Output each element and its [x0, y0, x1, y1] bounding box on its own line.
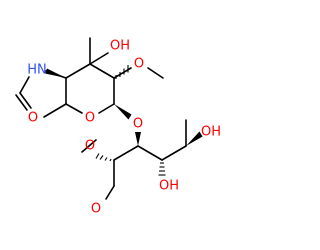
- atom-o-ring: O: [85, 111, 95, 126]
- atom-labels: HN OH O O O O O OH O OH: [27, 39, 221, 217]
- hash-c2-ome: [115, 65, 129, 79]
- atom-o-methoxy-top: O: [134, 57, 144, 72]
- atom-o-aldehyde: O: [91, 202, 101, 217]
- bond-oring-c5: [65, 103, 83, 114]
- bond-hn-cho: [19, 76, 30, 94]
- bond-c4-c3: [65, 63, 91, 79]
- atom-hn: HN: [27, 63, 47, 78]
- bond-cho-o-1: [19, 92, 32, 109]
- bond-c2p-c3p: [113, 145, 139, 161]
- bond-c1-oring: [98, 103, 115, 114]
- wedge-c5p-oh: [186, 131, 203, 146]
- atom-oh-top: OH: [110, 39, 130, 54]
- atom-o-methoxy-bottom: O: [85, 139, 95, 154]
- bond-ome2-methyl: [81, 139, 97, 153]
- bond-c3p-c4p: [137, 145, 163, 161]
- bond-c3-c2: [89, 63, 115, 79]
- hash-c2p-ome: [95, 153, 112, 162]
- bond-c3-oh: [89, 52, 109, 65]
- bond-cho-o-2: [15, 94, 28, 111]
- bond-ome-methyl: [147, 67, 164, 79]
- wedge-c1-oglyc: [114, 104, 132, 120]
- bonds: [15, 37, 187, 200]
- atom-o-carbonyl: O: [28, 111, 38, 126]
- bond-c1p-o: [105, 185, 115, 200]
- wedge-c3p-oglyc: [135, 132, 141, 146]
- bond-c4p-c5p: [161, 145, 187, 161]
- molecule-structure: HN OH O O O O O OH O OH: [15, 37, 221, 217]
- hash-c4p-oh: [158, 162, 166, 176]
- atom-oh-bottom: OH: [159, 179, 179, 194]
- atom-oh-right: OH: [201, 125, 221, 140]
- stereo-wedges: [45, 65, 203, 176]
- atom-o-glycosidic: O: [133, 117, 143, 132]
- bond-c5-methyl: [43, 103, 67, 118]
- wedge-c4-n: [45, 68, 66, 78]
